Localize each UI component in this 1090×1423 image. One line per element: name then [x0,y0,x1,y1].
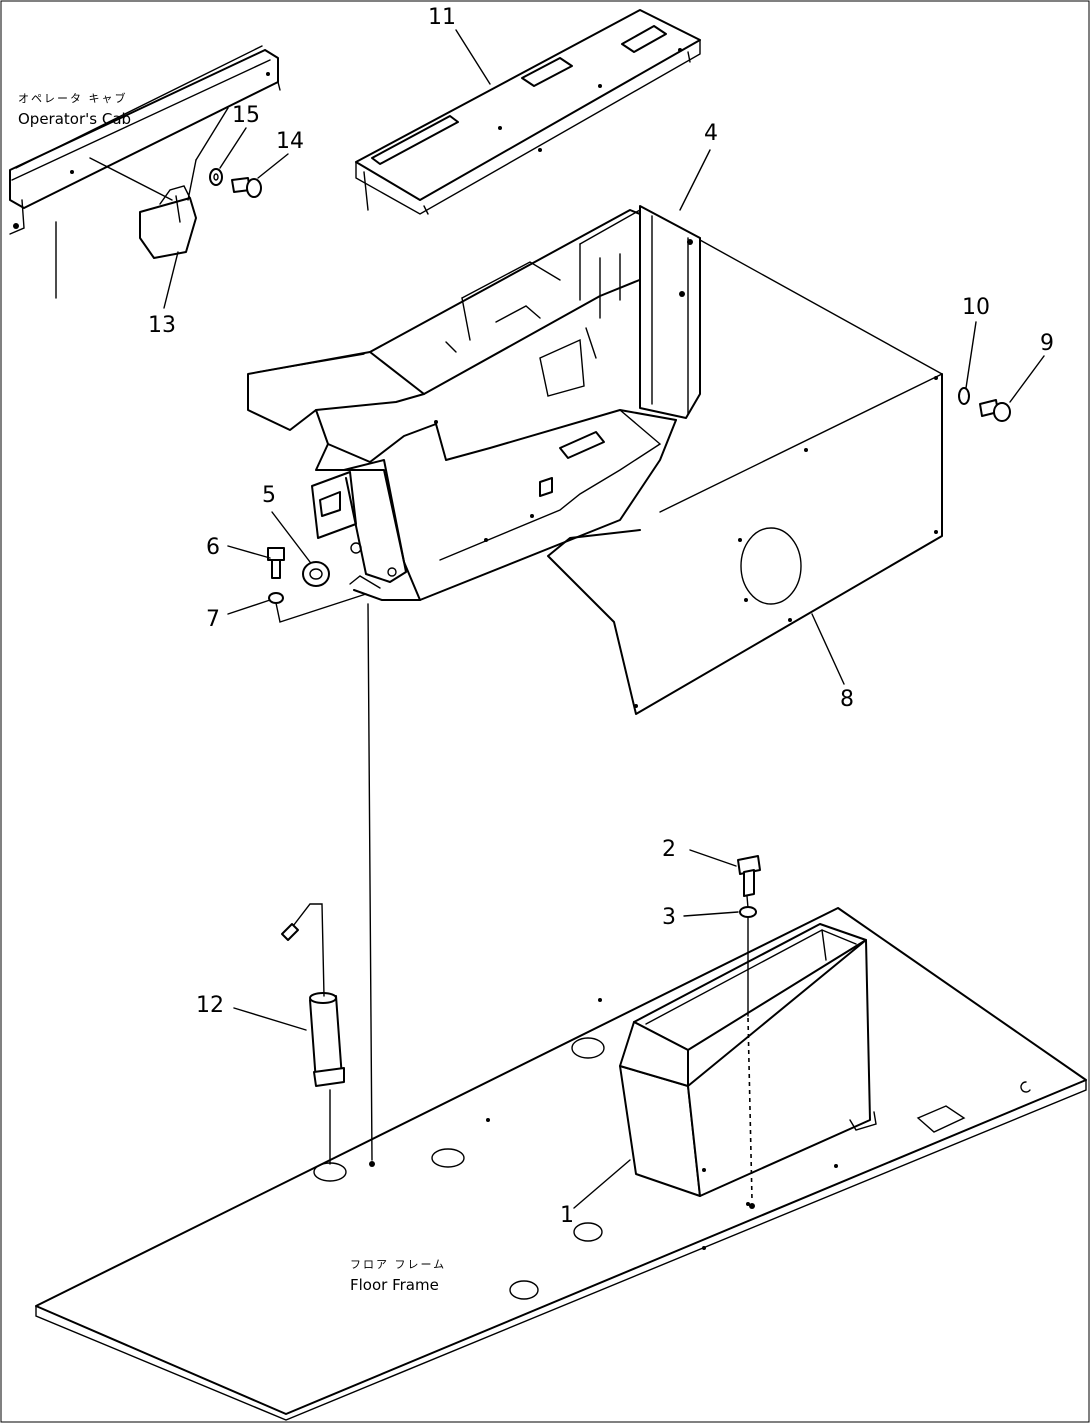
operator-cab-label-jp: オペレータ キャブ [18,91,128,105]
console-frame-part-4 [247,205,701,601]
callout-5: 5 [262,483,276,508]
callout-4: 4 [704,121,718,146]
washer-part-3 [739,906,757,1017]
bracket-part-13 [89,107,229,259]
panel-part-8 [547,239,943,715]
rubber-mount-part-5 [302,561,330,587]
callout-3: 3 [662,905,676,930]
bolt-part-14 [231,177,262,198]
floor-frame [35,907,1087,1421]
callout-1: 1 [560,1203,574,1228]
console-box-part-1 [619,923,877,1209]
callout-9: 9 [1040,331,1054,356]
callout-11: 11 [428,5,456,30]
leader-lines [163,29,1045,1209]
callout-10: 10 [962,295,990,320]
operator-cab-label: Operator's Cab [18,110,131,128]
washer-part-7 [268,592,367,623]
washer-part-10 [958,387,970,405]
cover-part-11 [355,9,701,215]
bolt-part-2 [737,855,761,909]
callout-6: 6 [206,535,220,560]
callout-14: 14 [276,129,304,154]
bolt-part-6 [267,547,285,579]
floor-frame-label: Floor Frame [350,1276,439,1294]
callout-2: 2 [662,837,676,862]
operator-cab-rail [9,45,281,299]
washer-part-15 [209,168,223,186]
callout-12: 12 [196,993,224,1018]
callout-15: 15 [232,103,260,128]
floor-frame-label-jp: フロア フレーム [350,1258,446,1271]
callout-13: 13 [148,313,176,338]
callout-7: 7 [206,607,220,632]
rod-part-12 [281,903,345,1165]
bolt-part-9 [979,399,1011,422]
callout-8: 8 [840,687,854,712]
